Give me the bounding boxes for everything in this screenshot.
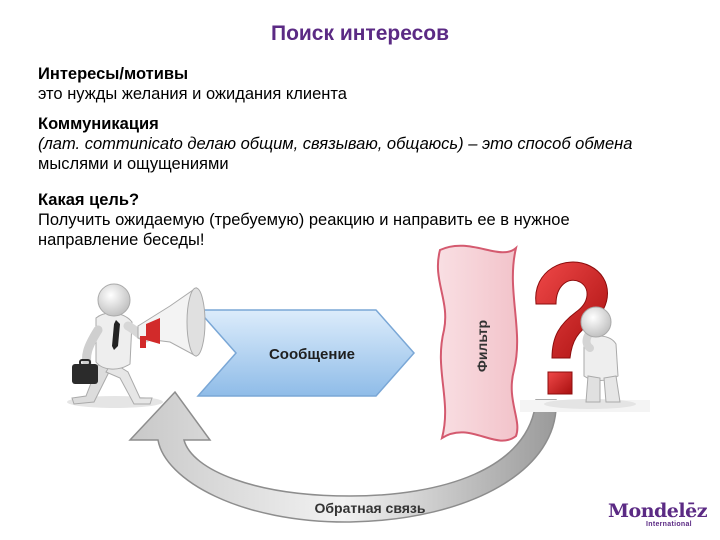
interests-definition: это нужды желания и ожидания клиента bbox=[38, 85, 347, 103]
interests-block: Интересы/мотивы это нужды желания и ожид… bbox=[38, 64, 698, 104]
message-arrow bbox=[196, 309, 416, 397]
filter-shape bbox=[436, 244, 519, 442]
company-logo: Mondelēz International bbox=[608, 500, 708, 536]
question-mark-icon bbox=[535, 261, 608, 395]
page-title: Поиск интересов bbox=[270, 22, 450, 45]
speaker-figure bbox=[67, 283, 206, 408]
communication-heading: Коммуникация bbox=[38, 115, 159, 133]
goal-block: Какая цель? Получить ожидаемую (требуему… bbox=[38, 190, 698, 250]
megaphone-icon bbox=[137, 287, 206, 357]
goal-heading: Какая цель? bbox=[38, 191, 140, 209]
communication-definition-line1: (лат. communicato делаю общим, связываю,… bbox=[38, 135, 633, 153]
feedback-label: Обратная связь bbox=[315, 500, 426, 516]
logo-subtitle: International bbox=[646, 521, 692, 528]
thinker-figure bbox=[520, 261, 650, 412]
communication-definition-line2: мыслями и ощущениями bbox=[38, 155, 229, 173]
goal-definition-line1: Получить ожидаемую (требуемую) реакцию и… bbox=[38, 211, 570, 229]
feedback-arrow bbox=[128, 390, 557, 523]
filter-label: Фильтр bbox=[474, 320, 490, 372]
briefcase-icon bbox=[72, 364, 98, 384]
goal-definition-line2: направление беседы! bbox=[38, 231, 205, 249]
message-label: Сообщение bbox=[269, 346, 355, 363]
interests-heading: Интересы/мотивы bbox=[38, 65, 189, 83]
logo-wordmark: Mondelēz bbox=[608, 500, 708, 522]
communication-block: Коммуникация (лат. communicato делаю общ… bbox=[38, 114, 698, 174]
